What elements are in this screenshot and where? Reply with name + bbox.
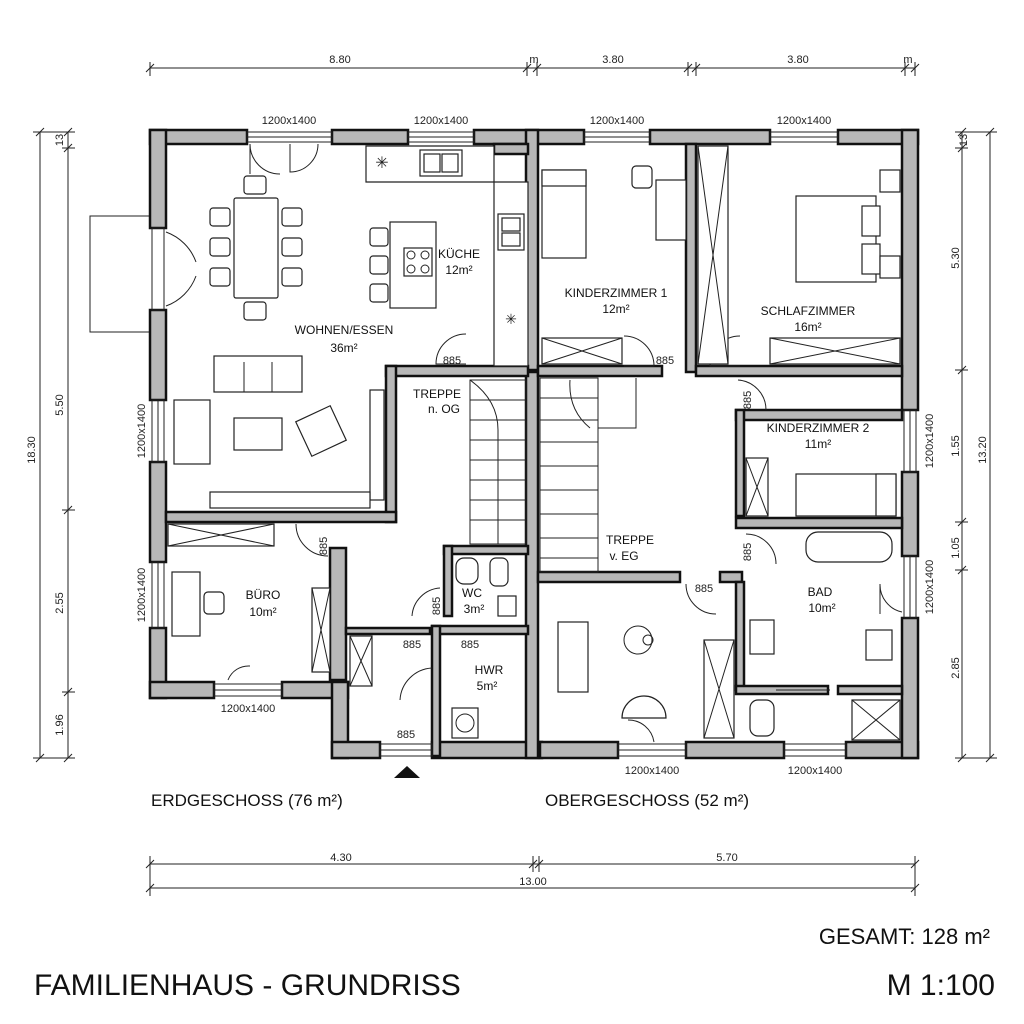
svg-text:✳: ✳	[375, 155, 388, 172]
dim-top-4: 3.80	[787, 54, 808, 66]
door-label: 885	[695, 583, 713, 595]
room-name-treppe-og: TREPPE	[413, 387, 461, 401]
room-area-wohnen: 36m²	[330, 341, 357, 355]
window-label: 1200x1400	[262, 115, 316, 127]
doors	[227, 143, 903, 743]
dim-right-2: 5.30	[950, 247, 962, 268]
door-label: 885	[742, 543, 754, 561]
dim-left-4: 1.96	[54, 714, 66, 735]
room-area-buero: 10m²	[249, 605, 276, 619]
dim-left-total: 18.30	[26, 436, 38, 464]
door-label: 885	[403, 639, 421, 651]
room-name-buero: BÜRO	[246, 588, 281, 602]
total-area: GESAMT: 128 m²	[819, 924, 990, 949]
room-area-schlaf: 16m²	[794, 320, 821, 334]
window-label: 1200x1400	[414, 115, 468, 127]
room-area-kueche: 12m²	[445, 263, 472, 277]
dim-right-5: 2.85	[950, 657, 962, 678]
dim-right-1: 13	[958, 134, 970, 146]
room-area-kind1: 12m²	[602, 302, 629, 316]
window-label: 1200x1400	[625, 765, 679, 777]
room-name-wc: WC	[462, 586, 482, 600]
room-name-treppe-eg: TREPPE	[606, 533, 654, 547]
room-area-hwr: 5m²	[477, 679, 498, 693]
dim-bottom-total: 13.00	[519, 876, 547, 888]
dim-top-5: m	[903, 54, 912, 66]
room-name-wohnen: WOHNEN/ESSEN	[295, 323, 394, 337]
floor-label-og: OBERGESCHOSS (52 m²)	[545, 791, 749, 810]
window-label: 1200x1400	[924, 560, 936, 614]
drawing-scale: M 1:100	[887, 969, 995, 1002]
dim-top-1: 8.80	[329, 54, 350, 66]
furniture: ✳ ✳	[167, 145, 901, 741]
room-name-bad: BAD	[808, 585, 833, 599]
room-area-kind2: 11m²	[805, 437, 831, 451]
window-label: 1200x1400	[136, 568, 148, 622]
door-label: 885	[397, 729, 415, 741]
door-label: 885	[742, 391, 754, 409]
windows	[151, 131, 917, 757]
room-name-kind1: KINDERZIMMER 1	[565, 286, 668, 300]
dim-top-3: 3.80	[602, 54, 623, 66]
svg-text:✳: ✳	[505, 311, 517, 327]
dim-bottom-2: 5.70	[716, 852, 737, 864]
dim-right-3: 1.55	[950, 435, 962, 456]
dim-bottom-1: 4.30	[330, 852, 351, 864]
dim-left-2: 5.50	[54, 394, 66, 415]
door-label: 885	[461, 639, 479, 651]
window-label: 1200x1400	[590, 115, 644, 127]
terrace	[89, 215, 153, 333]
room-note-treppe-eg: v. EG	[609, 549, 638, 563]
room-area-wc: 3m²	[464, 602, 485, 616]
dim-right-4: 1.05	[950, 537, 962, 558]
room-name-kind2: KINDERZIMMER 2	[767, 421, 870, 435]
window-label: 1200x1400	[777, 115, 831, 127]
door-label: 885	[656, 355, 674, 367]
door-label: 885	[443, 355, 461, 367]
dimension-lines: 8.80 m 3.80 3.80 m 4.30 5.70 13.00 13 5.…	[26, 54, 997, 896]
door-label: 885	[318, 537, 330, 555]
dim-top-2: m	[529, 54, 538, 66]
entrance-arrow-icon	[394, 766, 420, 778]
window-label: 1200x1400	[221, 703, 275, 715]
floor-label-eg: ERDGESCHOSS (76 m²)	[151, 791, 343, 810]
room-area-bad: 10m²	[808, 601, 835, 615]
room-name-kueche: KÜCHE	[438, 247, 480, 261]
room-name-schlaf: SCHLAFZIMMER	[761, 304, 856, 318]
walls	[148, 128, 920, 760]
room-note-treppe-og: n. OG	[428, 402, 460, 416]
window-label: 1200x1400	[924, 414, 936, 468]
room-name-hwr: HWR	[475, 663, 504, 677]
door-label: 885	[431, 597, 443, 615]
dim-left-3: 2.55	[54, 592, 66, 613]
dim-right-total: 13.20	[977, 436, 989, 464]
drawing-title: FAMILIENHAUS - GRUNDRISS	[34, 969, 461, 1002]
dim-left-1: 13	[54, 134, 66, 146]
window-label: 1200x1400	[136, 404, 148, 458]
window-label: 1200x1400	[788, 765, 842, 777]
